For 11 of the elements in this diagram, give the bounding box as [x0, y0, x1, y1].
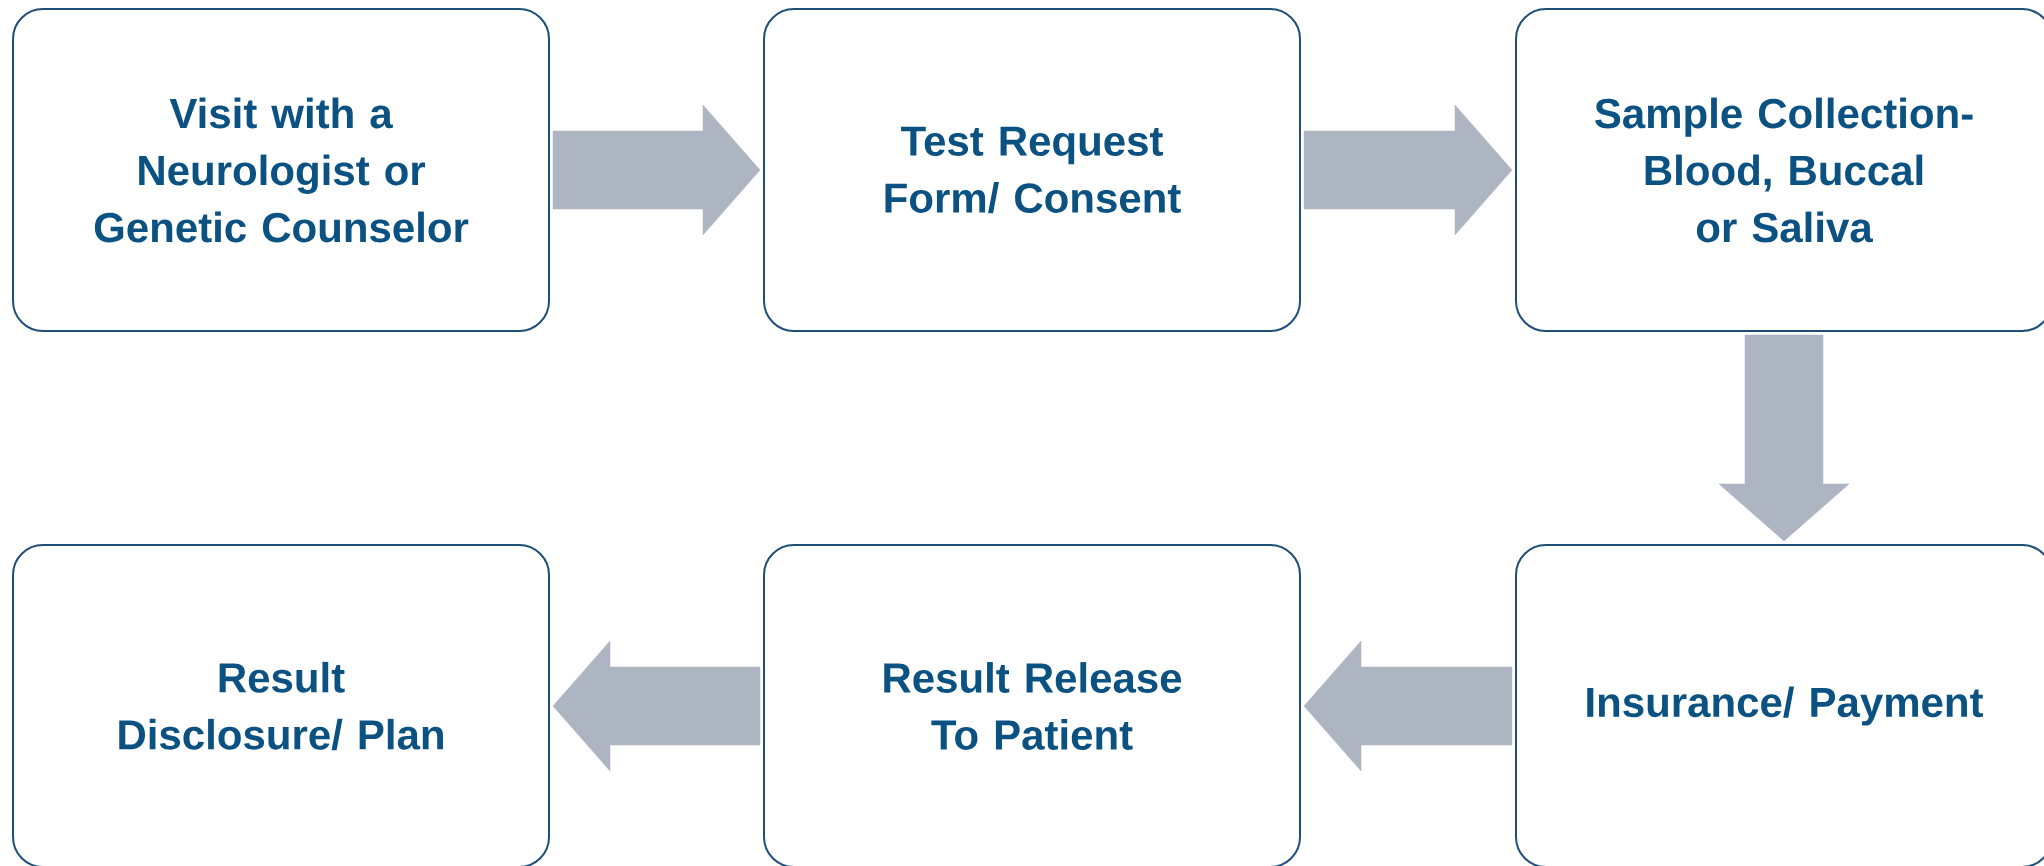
process-box: Result Release To Patient: [763, 544, 1301, 866]
block-arrow: [1303, 640, 1513, 772]
block-arrow: [1303, 104, 1513, 236]
block-arrow: [552, 104, 761, 236]
process-box: Test Request Form/ Consent: [763, 8, 1301, 332]
process-box: Visit with a Neurologist or Genetic Counselor: [12, 8, 550, 332]
process-box: Result Disclosure/ Plan: [12, 544, 550, 866]
process-box: Insurance/ Payment: [1515, 544, 2044, 866]
process-box: Sample Collection- Blood, Buccal or Saliva: [1515, 8, 2044, 332]
block-arrow: [552, 640, 761, 772]
block-arrow: [1718, 334, 1850, 542]
